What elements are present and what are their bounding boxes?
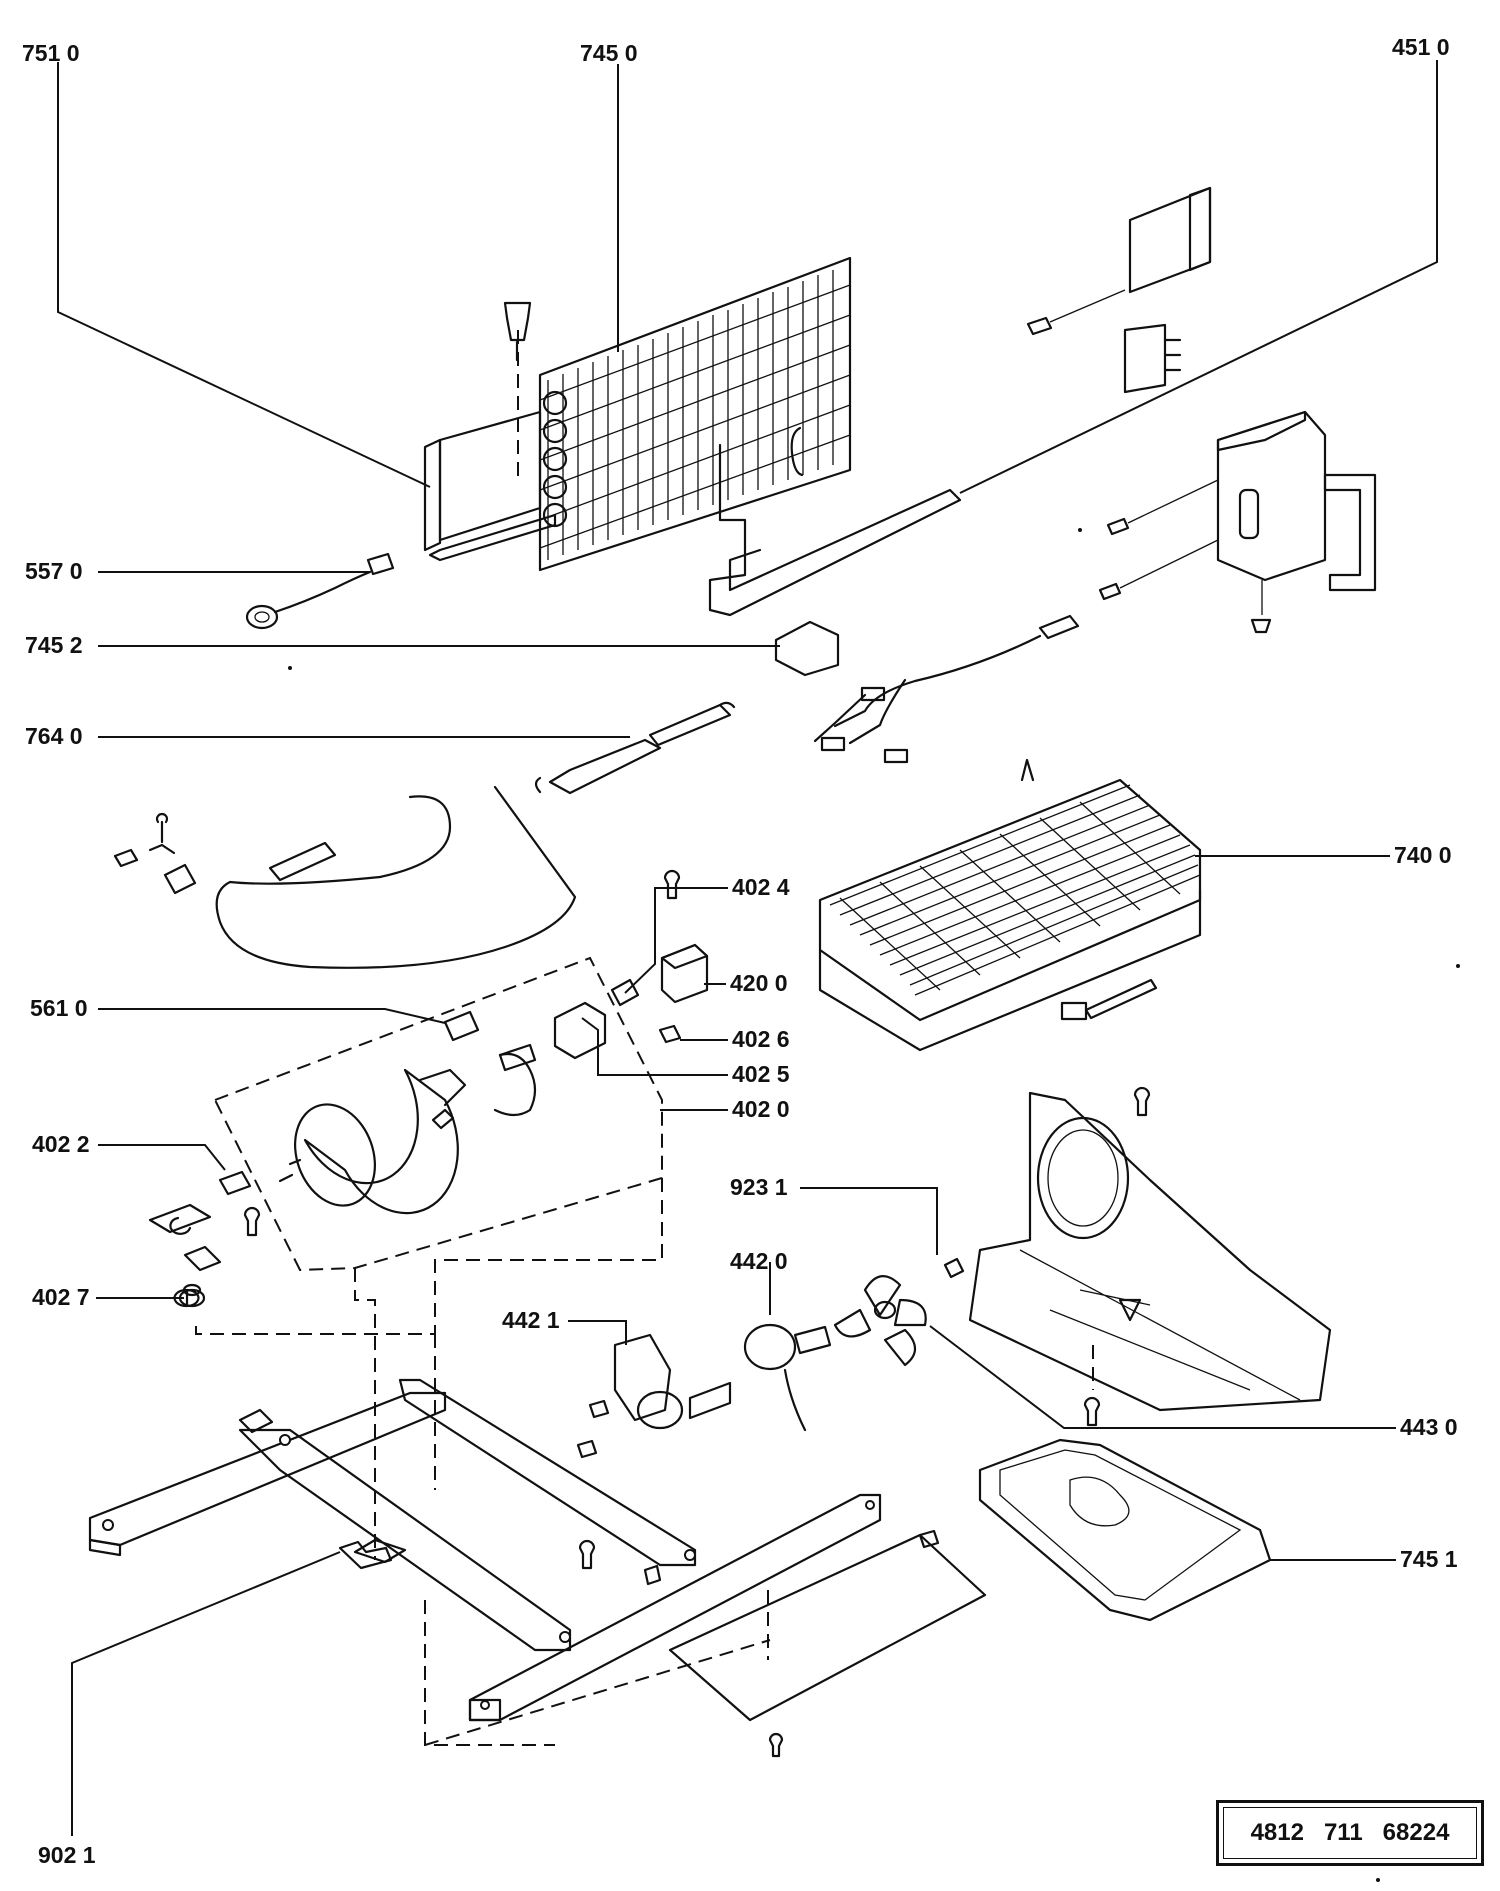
part-label-4022: 402 2 xyxy=(32,1131,90,1157)
part-label-7451: 745 1 xyxy=(1400,1546,1458,1572)
clip-9021 xyxy=(338,1540,393,1570)
thermostat-sensor xyxy=(245,552,395,630)
leader-4430 xyxy=(929,1325,1396,1429)
document-number: 4812 711 68224 xyxy=(1223,1807,1477,1859)
leader-4022 xyxy=(98,1144,226,1171)
drip-tray xyxy=(978,1438,1272,1622)
condenser-assembly xyxy=(423,256,852,572)
part-label-4026: 402 6 xyxy=(732,1026,790,1052)
part-label-4420: 442 0 xyxy=(730,1248,788,1274)
control-bracket-upper xyxy=(1026,186,1212,394)
leader-7510 xyxy=(57,62,431,488)
capillary-tube-loop xyxy=(113,785,577,969)
part-label-7400: 740 0 xyxy=(1394,842,1452,868)
filter-dryer xyxy=(534,701,736,795)
mounting-parts xyxy=(148,1170,261,1308)
part-label-4430: 443 0 xyxy=(1400,1414,1458,1440)
part-label-7510: 751 0 xyxy=(22,40,80,66)
leader-4421 xyxy=(568,1320,627,1345)
document-number-box: 4812 711 68224 xyxy=(1216,1800,1484,1866)
leader-9021 xyxy=(71,1551,341,1836)
part-label-4421: 442 1 xyxy=(502,1307,560,1333)
leader-4510 xyxy=(959,60,1438,494)
leader-4025 xyxy=(581,1017,728,1076)
compressor xyxy=(278,1052,537,1215)
suction-tube xyxy=(708,426,962,617)
part-label-5610: 561 0 xyxy=(30,995,88,1021)
fan-housing xyxy=(968,1086,1332,1427)
part-label-4020: 402 0 xyxy=(732,1096,790,1122)
evaporator-coil xyxy=(818,758,1202,1052)
part-label-4200: 420 0 xyxy=(730,970,788,996)
leader-4024 xyxy=(624,887,728,994)
leader-lines xyxy=(57,60,1438,1836)
part-label-4025: 402 5 xyxy=(732,1061,790,1087)
bracket-7452 xyxy=(774,620,840,677)
fan-motor-assembly xyxy=(576,1257,965,1459)
stray-dots xyxy=(288,528,1460,1882)
leader-5610 xyxy=(98,1008,446,1024)
part-label-5570: 557 0 xyxy=(25,558,83,584)
timer-housing xyxy=(1098,410,1377,634)
part-label-4510: 451 0 xyxy=(1392,34,1450,60)
part-label-7452: 745 2 xyxy=(25,632,83,658)
part-label-7450: 745 0 xyxy=(580,40,638,66)
wiring-harness xyxy=(813,614,1080,764)
base-frame xyxy=(88,1378,987,1758)
relay-parts xyxy=(443,869,709,1072)
part-label-7640: 764 0 xyxy=(25,723,83,749)
part-label-4027: 402 7 xyxy=(32,1284,90,1310)
leader-9231 xyxy=(800,1187,938,1255)
dashed-assembly-lines xyxy=(195,330,1094,1746)
part-label-9021: 902 1 xyxy=(38,1842,96,1868)
part-label-9231: 923 1 xyxy=(730,1174,788,1200)
part-label-4024: 402 4 xyxy=(732,874,790,900)
